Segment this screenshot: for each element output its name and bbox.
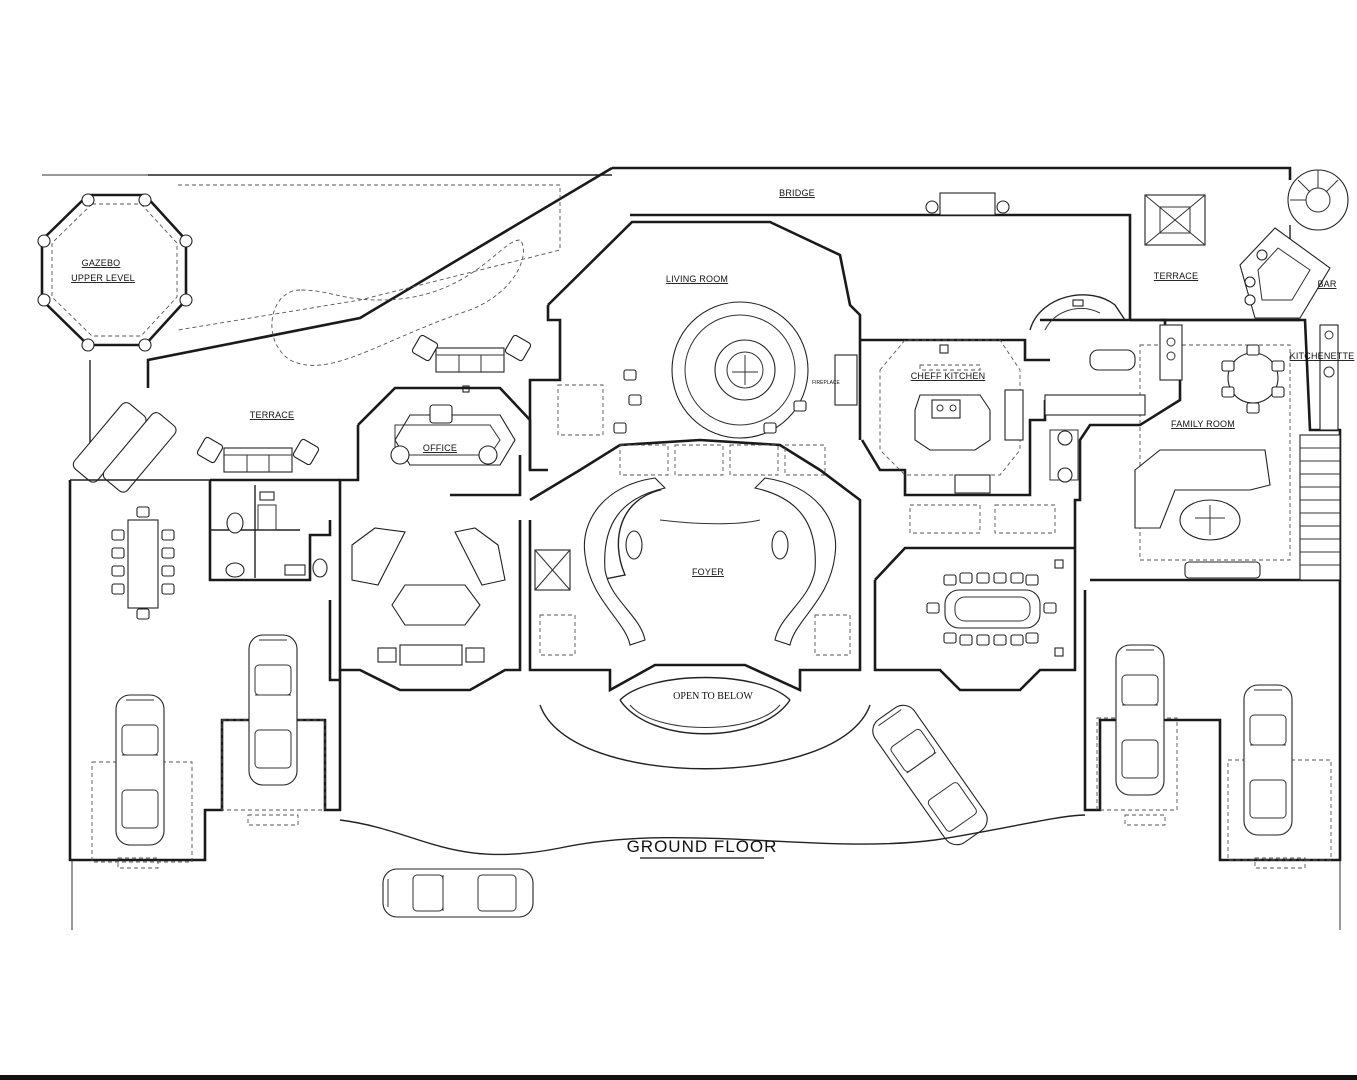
driveway	[71, 814, 1341, 930]
bar-label: BAR	[1317, 279, 1336, 289]
office-label: OFFICE	[423, 443, 457, 453]
pergola	[1144, 194, 1206, 246]
floor-patterns	[539, 339, 1291, 656]
gazebo-label: GAZEBO	[82, 258, 121, 268]
site-outline	[42, 166, 1300, 480]
family-room-furniture	[1134, 324, 1341, 581]
bridge-bench	[925, 192, 1010, 216]
breakfast-area	[1029, 294, 1183, 483]
left-dining-table	[111, 506, 175, 620]
living-room-label: LIVING ROOM	[666, 274, 728, 284]
gazebo-sublabel: UPPER LEVEL	[71, 273, 135, 283]
bath-fixtures	[225, 491, 328, 578]
bar-counter	[1239, 227, 1331, 319]
cars	[91, 634, 1332, 918]
foyer-label: FOYER	[692, 567, 724, 577]
foyer-stairs	[534, 477, 837, 646]
terrace-right-label: TERRACE	[1154, 271, 1198, 281]
family-room-label: FAMILY ROOM	[1171, 419, 1235, 429]
lounge-chairs	[72, 402, 177, 493]
office-furniture	[390, 404, 516, 466]
fireplace-label: FIREPLACE	[812, 380, 840, 386]
bridge-label: BRIDGE	[779, 188, 815, 198]
spiral-stair	[1287, 169, 1349, 231]
dining-furniture	[926, 559, 1064, 657]
living-room-furniture	[557, 301, 858, 439]
west-room-furniture	[351, 527, 506, 666]
open-to-below-label: OPEN TO BELOW	[673, 691, 753, 702]
ground-floor-title: GROUND FLOOR	[627, 837, 778, 856]
cheff-kitchen-label: CHEFF KITCHEN	[911, 371, 986, 381]
scan-edge-rule	[0, 1075, 1357, 1080]
kitchenette-label: KITCHENETTE	[1290, 351, 1355, 361]
kitchen-furniture	[914, 344, 1146, 494]
open-to-below	[539, 676, 871, 770]
gazebo: GAZEBO UPPER LEVEL	[37, 193, 193, 352]
terrace-left-label: TERRACE	[250, 410, 294, 420]
